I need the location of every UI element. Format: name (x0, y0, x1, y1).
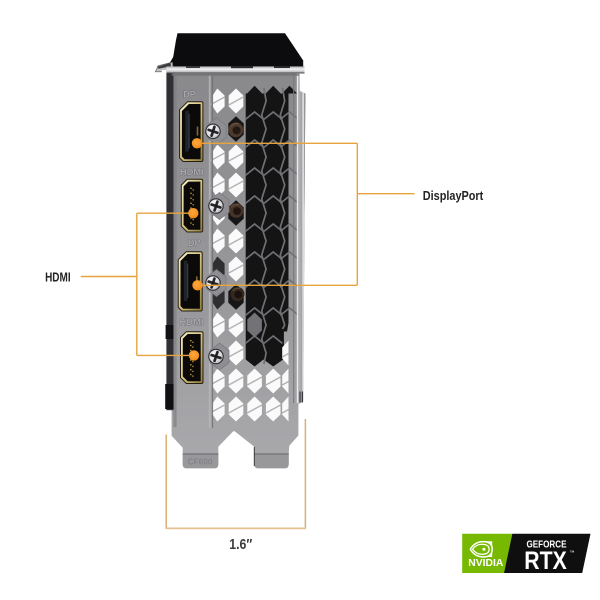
svg-text:DisplayPort: DisplayPort (423, 188, 484, 203)
svg-text:CF600: CF600 (188, 457, 214, 466)
svg-text:HDMI: HDMI (180, 317, 204, 327)
svg-text:GEFORCE: GEFORCE (527, 539, 567, 551)
svg-text:1.6″: 1.6″ (229, 537, 252, 553)
svg-text:DP: DP (188, 237, 201, 248)
svg-text:NVIDIA: NVIDIA (468, 558, 503, 569)
svg-text:HDMI: HDMI (45, 269, 71, 284)
svg-text:™: ™ (570, 550, 575, 556)
svg-text:DP: DP (183, 88, 195, 99)
svg-text:RTX: RTX (524, 547, 567, 575)
svg-text:HDMI: HDMI (180, 167, 204, 177)
